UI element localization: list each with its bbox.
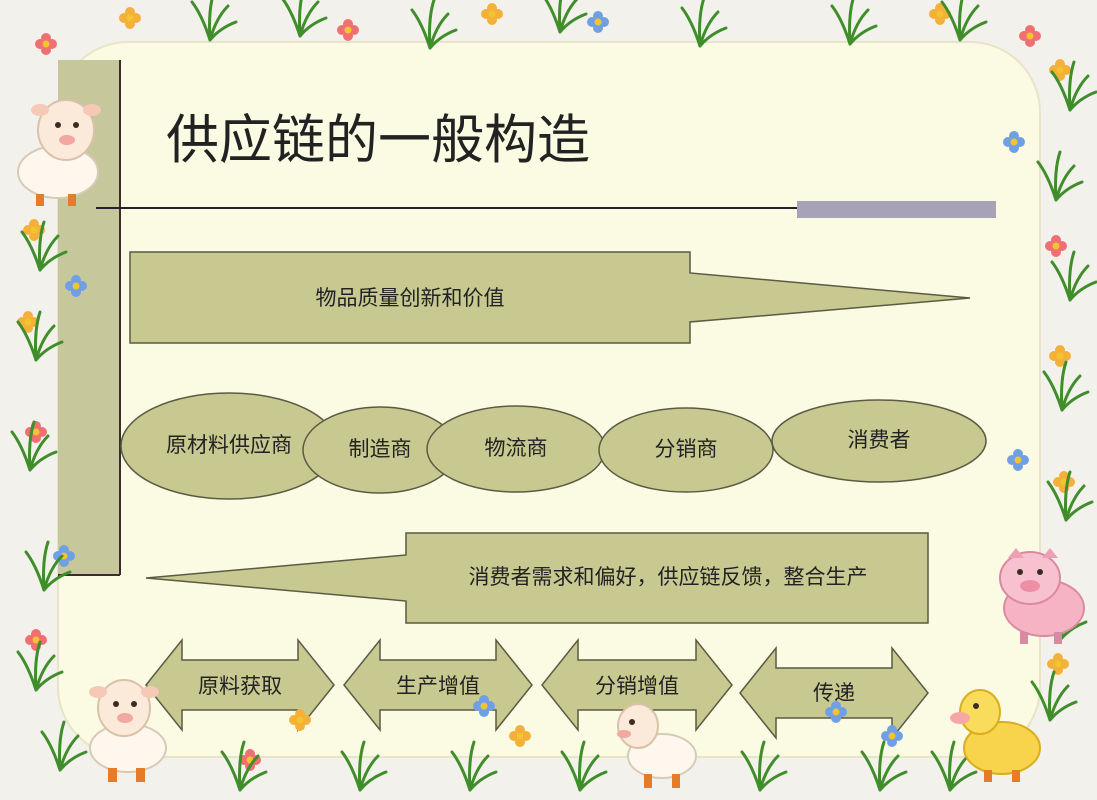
- flower-icon: [1053, 471, 1075, 493]
- flower-icon: [25, 629, 47, 651]
- stage-label: 分销增值: [595, 674, 679, 698]
- grass-icon: [16, 640, 64, 692]
- flower-icon: [35, 33, 57, 55]
- stage-arrows: 原料获取 生产增值 分销增值 传递: [145, 637, 929, 741]
- entity-label: 原材料供应商: [166, 433, 292, 457]
- sheep-icon: [617, 703, 697, 788]
- flower-icon: [1049, 59, 1071, 81]
- flower-icon: [481, 3, 503, 25]
- grass-icon: [190, 0, 238, 42]
- flower-icon: [337, 19, 359, 41]
- flower-icon: [929, 3, 951, 25]
- pig-icon: [999, 548, 1085, 644]
- flower-icon: [1045, 235, 1067, 257]
- bottom-feedback-arrow: [145, 532, 929, 624]
- sheep-icon: [89, 679, 167, 782]
- grass-icon: [1036, 150, 1084, 202]
- entity-label: 消费者: [848, 428, 911, 452]
- entity-label: 制造商: [349, 437, 412, 461]
- flower-icon: [1047, 653, 1069, 675]
- flower-icon: [1049, 345, 1071, 367]
- stage-double-arrow: [541, 637, 733, 733]
- entity-label: 分销商: [655, 437, 718, 461]
- entity-label: 物流商: [485, 436, 548, 460]
- sheep-icon: [17, 99, 101, 206]
- flower-icon: [1019, 25, 1041, 47]
- top-flow-arrow: [129, 251, 971, 344]
- grass-icon: [1042, 360, 1090, 412]
- flower-icon: [119, 7, 141, 29]
- grass-icon: [410, 0, 458, 50]
- duck-icon: [950, 689, 1041, 782]
- stage-label: 生产增值: [396, 674, 480, 698]
- grass-icon: [830, 0, 878, 46]
- stage-double-arrow: [145, 637, 335, 733]
- entity-ellipse: [771, 399, 987, 483]
- stage-double-arrow: [739, 645, 929, 741]
- entity-ellipse: [598, 407, 774, 493]
- grass-icon: [1050, 250, 1097, 302]
- flower-icon: [587, 11, 609, 33]
- stage-label: 原料获取: [198, 674, 282, 698]
- grass-icon: [540, 0, 588, 34]
- page-title: 供应链的一般构造: [166, 110, 590, 171]
- bottom-feedback-arrow-label: 消费者需求和偏好，供应链反馈，整合生产: [469, 565, 868, 589]
- title-rule-accent: [797, 201, 996, 218]
- grass-icon: [280, 0, 328, 38]
- grass-icon: [680, 0, 728, 48]
- grass-icon: [940, 0, 988, 42]
- top-flow-arrow-label: 物品质量创新和价值: [316, 286, 505, 310]
- stage-label: 传递: [813, 681, 855, 705]
